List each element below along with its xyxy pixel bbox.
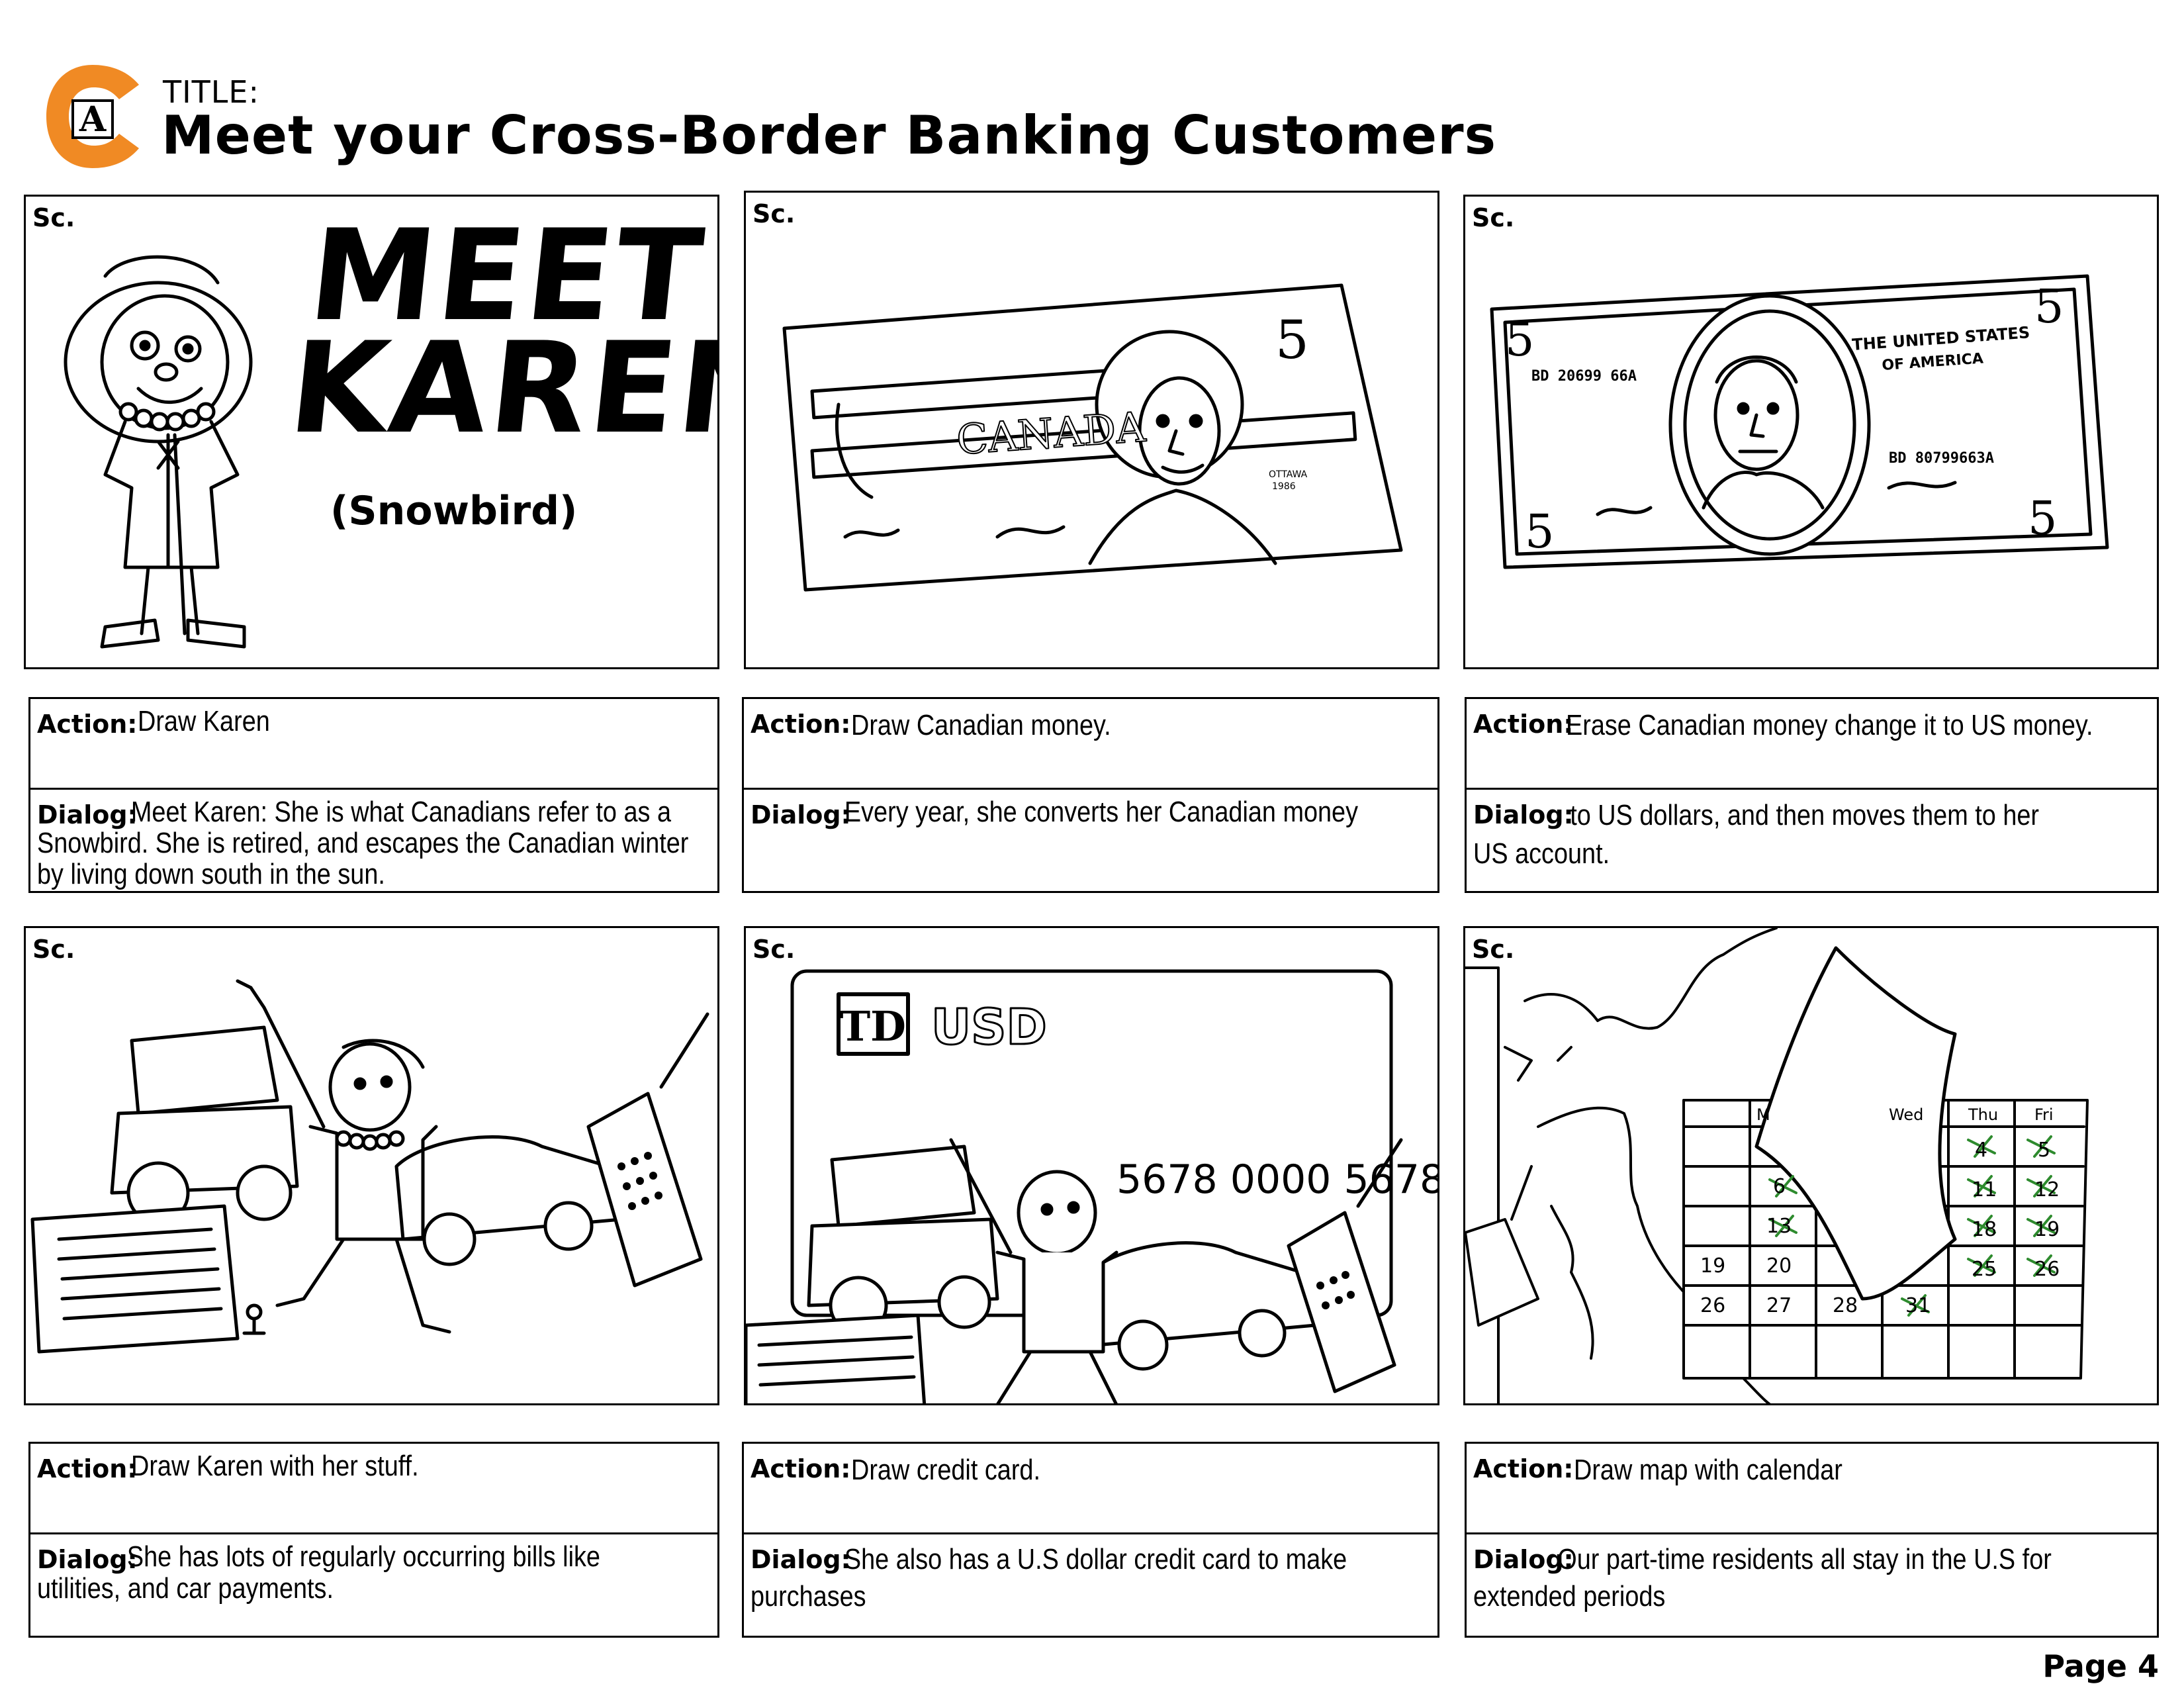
action-text: Erase Canadian money change it to US mon… [1566, 709, 2093, 741]
calendar-day: 18 [1972, 1218, 1997, 1241]
calendar-header-mon: M [1756, 1105, 1770, 1124]
scene-panel-3: Sc. 5 5 5 5 THE UNITED STATES OF AMERICA… [1463, 195, 2159, 669]
notes-panel-2: Action: Draw Canadian money. Dialog: Eve… [742, 697, 1439, 893]
karen-stuff-illustration [30, 979, 709, 1354]
calendar-header-fri: Fri [2034, 1105, 2054, 1124]
credit-card-illustration: TD USD 5678 0000 5678 [746, 969, 1439, 1403]
calendar-day: 20 [1766, 1254, 1792, 1278]
calendar-day: 5 [2038, 1139, 2050, 1162]
scene-panel-2: Sc. 5 CANADA OTTAWA 1986 [744, 191, 1439, 669]
action-text: Draw Karen [138, 705, 270, 737]
calendar-day: 13 [1766, 1215, 1792, 1238]
action-label: Action: [751, 1454, 851, 1483]
calendar-header-wed: Wed [1889, 1105, 1923, 1124]
bill-value-top-right: 5 [2034, 279, 2064, 334]
calendar-day: 6 [1773, 1175, 1786, 1198]
notes-panel-3: Action: Erase Canadian money change it t… [1465, 697, 2159, 893]
scene-panel-6: Sc. M Wed Thu Fri [1463, 926, 2159, 1405]
bill-serial-right: BD 80799663A [1889, 450, 1994, 467]
action-text: Draw map with calendar [1574, 1454, 1843, 1486]
map-calendar-illustration: M Wed Thu Fri 6 4 5 11 12 13 18 19 19 20… [1465, 928, 2089, 1403]
bill-serial-left: BD 20699 66A [1531, 368, 1637, 385]
dialog-text: Meet Karen: She is what Canadians refer … [37, 796, 689, 890]
scene-label: Sc. [752, 199, 796, 228]
page-number: Page 4 [2042, 1648, 2159, 1684]
calendar-day: 25 [1972, 1258, 1997, 1281]
headline-subtitle: (Snowbird) [330, 488, 578, 534]
scene-label: Sc. [32, 203, 75, 232]
bill-value: 5 [1275, 309, 1309, 371]
calendar-day: 19 [2034, 1218, 2060, 1241]
bill-value-bottom-left: 5 [1525, 504, 1555, 559]
calendar-day: 26 [2034, 1258, 2060, 1281]
dialog-text: to US dollars, and then moves them to he… [1473, 799, 2040, 870]
calendar-day: 31 [1905, 1294, 1931, 1317]
title-label: TITLE: [163, 74, 259, 110]
dialog-text: She has lots of regularly occurring bill… [37, 1540, 600, 1605]
calendar-day: 26 [1700, 1294, 1725, 1317]
scene-label: Sc. [1472, 203, 1515, 232]
scene-panel-1: Sc. MEET KAREN (Snowbird) [24, 195, 719, 669]
dialog-text: She also has a U.S dollar credit card to… [751, 1543, 1347, 1613]
notes-panel-6: Action: Draw map with calendar Dialog: O… [1465, 1442, 2159, 1638]
dialog-label: Dialog: [37, 1545, 138, 1574]
notes-panel-1: Action: Draw Karen Dialog: Meet Karen: S… [28, 697, 719, 893]
calendar-day: 19 [1700, 1254, 1725, 1278]
card-currency: USD [931, 999, 1047, 1056]
bank-logo: TD [840, 1002, 906, 1051]
bill-value-bottom-right: 5 [2028, 491, 2058, 545]
canadian-bill-illustration: 5 CANADA OTTAWA 1986 [782, 283, 1403, 592]
action-label: Action: [751, 710, 851, 739]
calendar-day: 27 [1766, 1294, 1792, 1317]
us-bill-illustration: 5 5 5 5 THE UNITED STATES OF AMERICA BD … [1490, 274, 2109, 569]
dialog-label: Dialog: [751, 800, 851, 829]
action-label: Action: [1473, 1454, 1574, 1483]
bill-value-top-left: 5 [1505, 312, 1535, 367]
karen-illustration [64, 255, 253, 649]
action-label: Action: [37, 710, 138, 739]
action-label: Action: [1473, 710, 1574, 739]
scene-panel-5: Sc. TD USD 5678 0000 5678 [744, 926, 1439, 1405]
page-title: Meet your Cross-Border Banking Customers [161, 105, 1497, 166]
dialog-label: Dialog: [1473, 800, 1574, 829]
action-text: Draw Karen with her stuff. [131, 1450, 419, 1482]
action-text: Draw credit card. [851, 1454, 1040, 1486]
notes-panel-4: Action: Draw Karen with her stuff. Dialo… [28, 1442, 719, 1638]
calendar-header-thu: Thu [1968, 1105, 1998, 1124]
calendar-day: 28 [1833, 1294, 1858, 1317]
dialog-text: Every year, she converts her Canadian mo… [844, 796, 1359, 828]
notes-panel-5: Action: Draw credit card. Dialog: She al… [742, 1442, 1439, 1638]
scene-label: Sc. [32, 935, 75, 964]
calendar-day: 12 [2034, 1178, 2060, 1201]
dialog-label: Dialog: [1473, 1545, 1574, 1574]
scene-label: Sc. [1472, 935, 1515, 964]
calendar-day: 4 [1975, 1139, 1987, 1162]
company-logo: A [46, 65, 139, 168]
scene-panel-4: Sc. [24, 926, 719, 1405]
headline-line-2: KAREN [283, 315, 719, 461]
dialog-label: Dialog: [751, 1545, 851, 1574]
dialog-text: Our part-time residents all stay in the … [1473, 1543, 2052, 1613]
dialog-label: Dialog: [37, 800, 138, 829]
logo-letter: A [79, 99, 107, 140]
calendar-day: 11 [1972, 1178, 1997, 1201]
action-label: Action: [37, 1454, 138, 1483]
scene-label: Sc. [752, 935, 796, 964]
bill-city: OTTAWA [1269, 469, 1308, 480]
card-number: 5678 0000 5678 [1116, 1156, 1439, 1203]
bill-year: 1986 [1272, 481, 1296, 492]
action-text: Draw Canadian money. [851, 709, 1111, 741]
